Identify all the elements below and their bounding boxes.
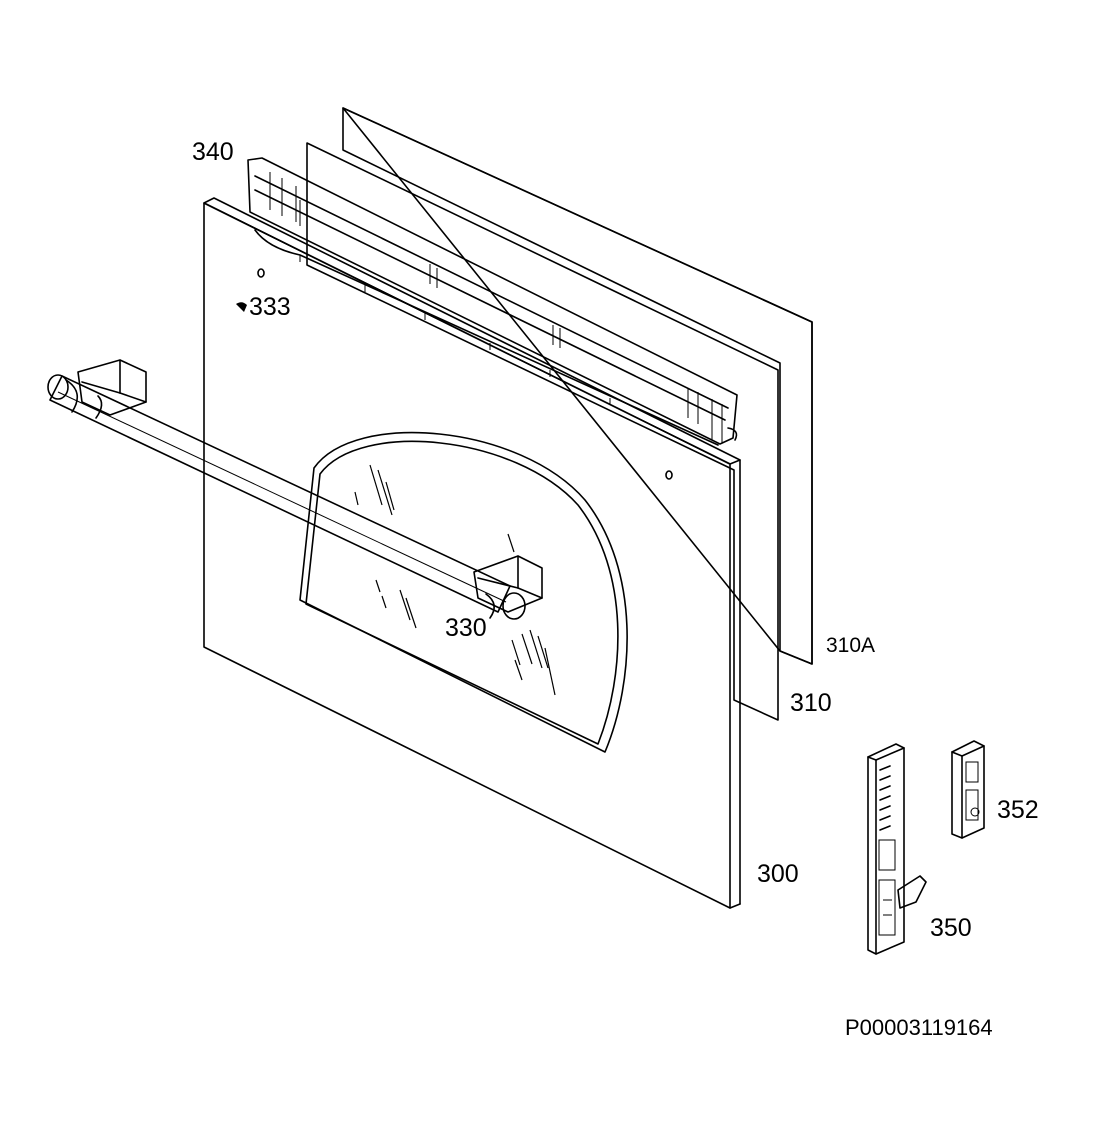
label-350: 350	[930, 914, 972, 942]
drawing-code: P00003119164	[845, 1015, 993, 1040]
part-300-outer-panel	[203, 197, 741, 909]
part-330-handle	[47, 359, 543, 620]
part-352-hinge-receiver	[951, 740, 985, 839]
label-352: 352	[997, 796, 1039, 824]
label-310: 310	[790, 689, 832, 717]
part-340-top-trim	[247, 157, 738, 445]
part-350-hinge	[867, 743, 927, 955]
label-300: 300	[757, 860, 799, 888]
label-333: 333	[249, 293, 291, 321]
label-330: 330	[445, 614, 487, 642]
part-310a-rear-glass	[342, 107, 813, 665]
label-340: 340	[192, 138, 234, 166]
part-310-middle-glass	[306, 142, 779, 721]
label-310a: 310A	[826, 634, 876, 657]
